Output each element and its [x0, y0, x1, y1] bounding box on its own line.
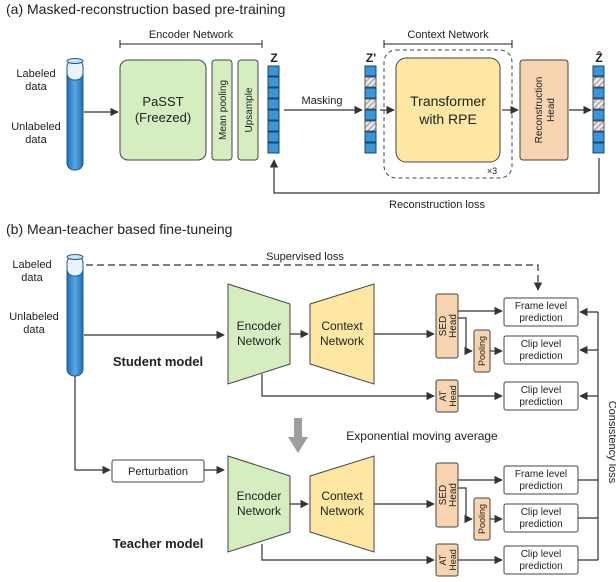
- data-tube-b: [66, 254, 84, 377]
- repeat-label: ×3: [487, 166, 497, 176]
- teacher-at-head-label: ATHead: [438, 549, 458, 571]
- encoder-network-label: Encoder Network: [149, 29, 234, 41]
- reconstruction-head-block: [519, 59, 569, 161]
- upsample-label: Upsample: [244, 87, 255, 132]
- perturbation-label: Perturbation: [128, 466, 188, 478]
- teacher-model-label: Teacher model: [113, 536, 204, 551]
- consistency-loss-label: Consistency loss: [606, 401, 616, 484]
- student-model-label: Student model: [113, 354, 203, 369]
- z-prime-token-column: [364, 65, 377, 154]
- transformer-repeat-box: [383, 49, 513, 179]
- supervised-loss-arrow: [86, 264, 543, 291]
- ema-arrow: [288, 418, 308, 453]
- ema-label: Exponential moving average: [346, 429, 498, 443]
- mean-pooling-label: Mean pooling: [218, 80, 229, 140]
- consistency-loss-arrows: [578, 307, 599, 561]
- masking-label: Masking: [302, 95, 343, 107]
- student-clip-pred-sed: [503, 335, 579, 365]
- perturbation-block: [111, 459, 205, 483]
- data-tube-a: [66, 58, 84, 171]
- teacher-context-block: [309, 455, 375, 553]
- student-clip-pred-at: [503, 381, 579, 411]
- teacher-pooling-label: Pooling: [477, 504, 487, 534]
- supervised-loss-label: Supervised loss: [266, 251, 344, 263]
- reconstruction-loss-label: Reconstruction loss: [389, 199, 485, 211]
- context-network-bracket: [383, 40, 513, 48]
- reconstruction-head-label: ReconstructionHead: [534, 77, 557, 144]
- passt-label: PaSST(Freezed): [135, 94, 191, 125]
- teacher-sed-head-label: SEDHead: [438, 483, 459, 507]
- student-at-head-label: ATHead: [438, 385, 458, 407]
- z-token-column: [267, 65, 280, 154]
- upsample-block: [237, 59, 259, 161]
- z-prime-label: Z': [366, 51, 376, 65]
- student-context-block: [309, 283, 375, 385]
- z-hat-token-column: [592, 65, 605, 154]
- mean-pooling-block: [211, 59, 233, 161]
- reconstruction-loss-arrow: [269, 158, 600, 194]
- z-label: Z: [270, 51, 277, 65]
- section-b-title: (b) Mean-teacher based fine-tuneing: [6, 221, 232, 237]
- transformer-block: [395, 57, 501, 163]
- student-sed-head-label: SEDHead: [438, 314, 459, 338]
- z-hat-label: Ẑ: [595, 50, 602, 65]
- passt-block: [119, 59, 207, 161]
- section-a-title: (a) Masked-reconstruction based pre-trai…: [6, 1, 285, 17]
- student-sed-head: [435, 293, 459, 359]
- context-network-label-a: Context Network: [407, 29, 489, 41]
- student-frame-pred: [503, 297, 579, 327]
- encoder-network-bracket: [119, 40, 263, 48]
- teacher-encoder-block: [227, 455, 291, 553]
- student-encoder-block: [227, 283, 291, 385]
- student-pooling-label: Pooling: [477, 336, 487, 366]
- teacher-sed-head: [435, 462, 459, 528]
